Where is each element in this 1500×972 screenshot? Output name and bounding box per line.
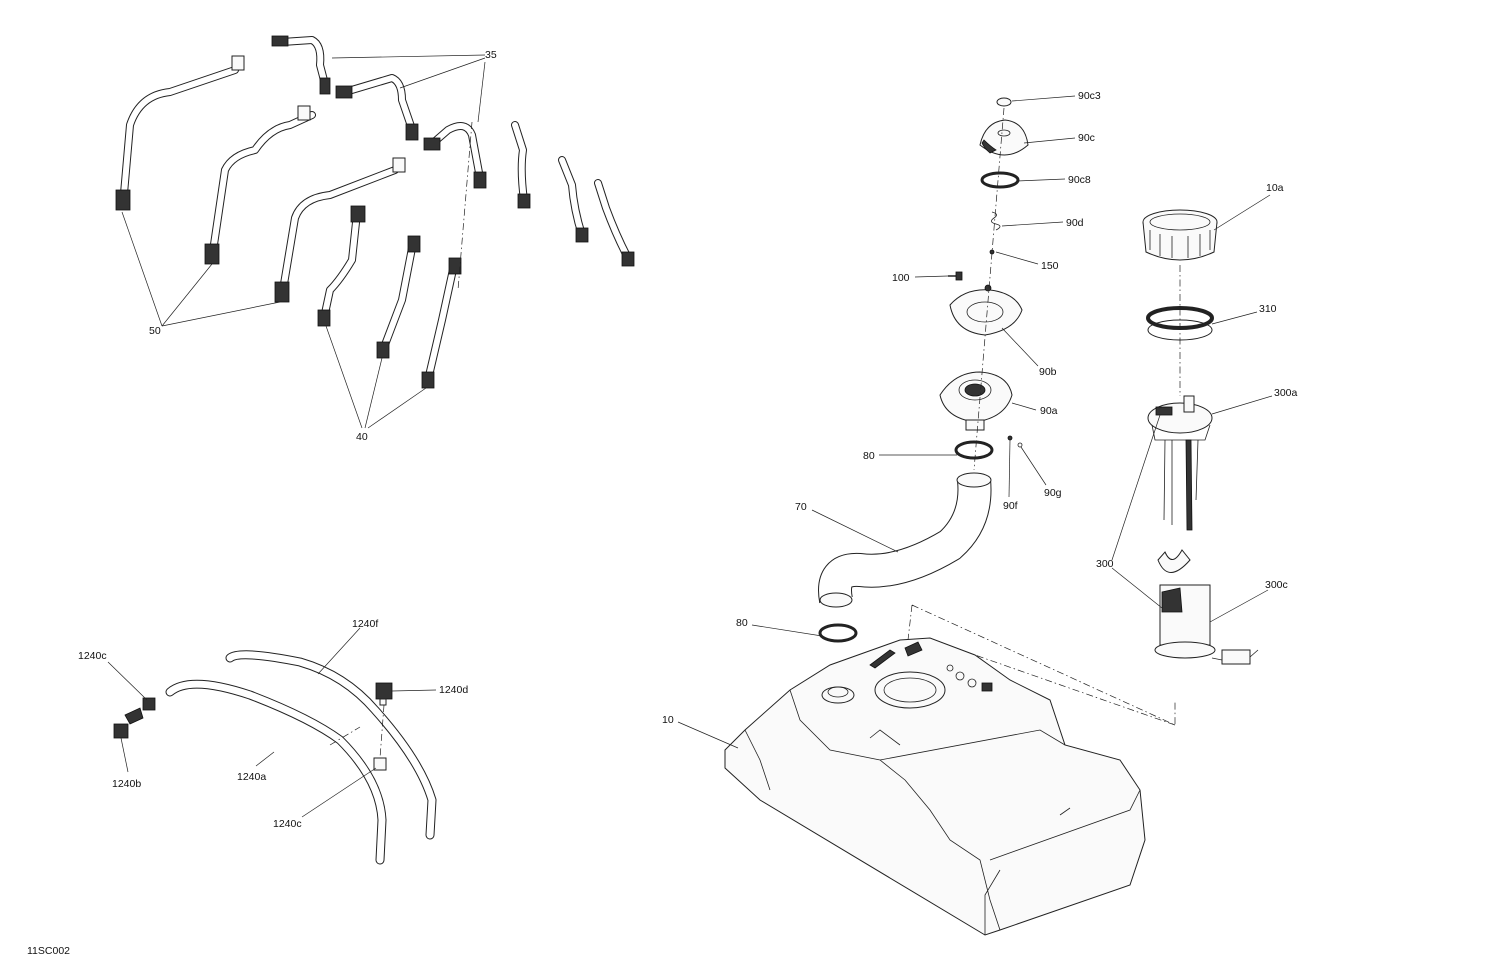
part-90c3 [996, 97, 1012, 107]
callout-10: 10 [662, 714, 674, 726]
strap-50-b [204, 105, 316, 265]
callout-90f: 90f [1003, 500, 1018, 512]
part-90c [979, 119, 1029, 156]
callout-1240c-lower: 1240c [273, 818, 302, 830]
part-1240c-lower [373, 757, 387, 771]
callout-90c: 90c [1078, 132, 1095, 144]
leaders-bottom-left [107, 627, 437, 818]
strap-40-a [317, 205, 366, 327]
callout-1240d: 1240d [439, 684, 468, 696]
callout-90a: 90a [1040, 405, 1058, 417]
callout-1240a: 1240a [237, 771, 266, 783]
pump-filter [1157, 549, 1191, 573]
tank-markings [869, 641, 1071, 816]
strap-35-b [335, 74, 419, 141]
strap-35-a [271, 35, 331, 95]
callout-50: 50 [149, 325, 161, 337]
callout-40: 40 [356, 431, 368, 443]
callout-300c: 300c [1265, 579, 1288, 591]
callout-1240b: 1240b [112, 778, 141, 790]
callout-70: 70 [795, 501, 807, 513]
callout-310: 310 [1259, 303, 1277, 315]
part-90g [1017, 442, 1023, 448]
part-90a [939, 371, 1013, 431]
part-300a [1147, 395, 1213, 531]
pump-assembly [1142, 209, 1259, 665]
strap-right-b [558, 156, 589, 243]
part-90c8 [980, 171, 1020, 189]
callout-80-lower: 80 [736, 617, 748, 629]
straps-group [115, 35, 635, 389]
strap-50-c [274, 157, 406, 303]
callout-1240f: 1240f [352, 618, 378, 630]
part-300c [1154, 584, 1259, 665]
callout-80-upper: 80 [863, 450, 875, 462]
strap-40-c [421, 257, 462, 389]
callout-90c3: 90c3 [1078, 90, 1101, 102]
strap-leaders [121, 54, 486, 429]
assembly-outline [907, 604, 1176, 726]
callout-labels: 35 50 40 90c3 90c 90c8 90d 150 100 90b 9… [78, 49, 1298, 830]
part-1240d [375, 682, 393, 706]
callout-1240c-upper: 1240c [78, 650, 107, 662]
part-1240b [113, 707, 144, 739]
vent-hoses [113, 650, 437, 865]
part-10-fuel-tank [724, 637, 1146, 936]
leaders-right [677, 95, 1273, 749]
part-100 [948, 271, 963, 281]
callout-100: 100 [892, 272, 910, 284]
callout-150: 150 [1041, 260, 1059, 272]
strap-right-a [511, 121, 531, 209]
callout-300a: 300a [1274, 387, 1298, 399]
strap-35-c [423, 122, 487, 189]
strap-40-b [376, 235, 421, 359]
callout-90g: 90g [1044, 487, 1062, 499]
part-1240c-upper [142, 697, 156, 711]
part-90d [991, 211, 1001, 231]
callout-90b: 90b [1039, 366, 1057, 378]
callout-90c8: 90c8 [1068, 174, 1091, 186]
part-80-upper-clamp [954, 440, 994, 460]
callout-300: 300 [1096, 558, 1114, 570]
part-1240f [225, 650, 437, 840]
callout-10a: 10a [1266, 182, 1284, 194]
part-90b [949, 284, 1023, 336]
callout-35: 35 [485, 49, 497, 61]
part-1240a [165, 679, 387, 865]
part-10a [1142, 209, 1218, 261]
part-90f [1007, 435, 1013, 441]
strap-50-a [115, 55, 245, 211]
callout-90d: 90d [1066, 217, 1084, 229]
part-80-lower-clamp [818, 623, 858, 643]
filler-assembly [818, 97, 1029, 643]
drawing-code: 11SC002 [27, 945, 70, 957]
part-70-hose [818, 472, 992, 608]
strap-right-c [594, 179, 635, 267]
